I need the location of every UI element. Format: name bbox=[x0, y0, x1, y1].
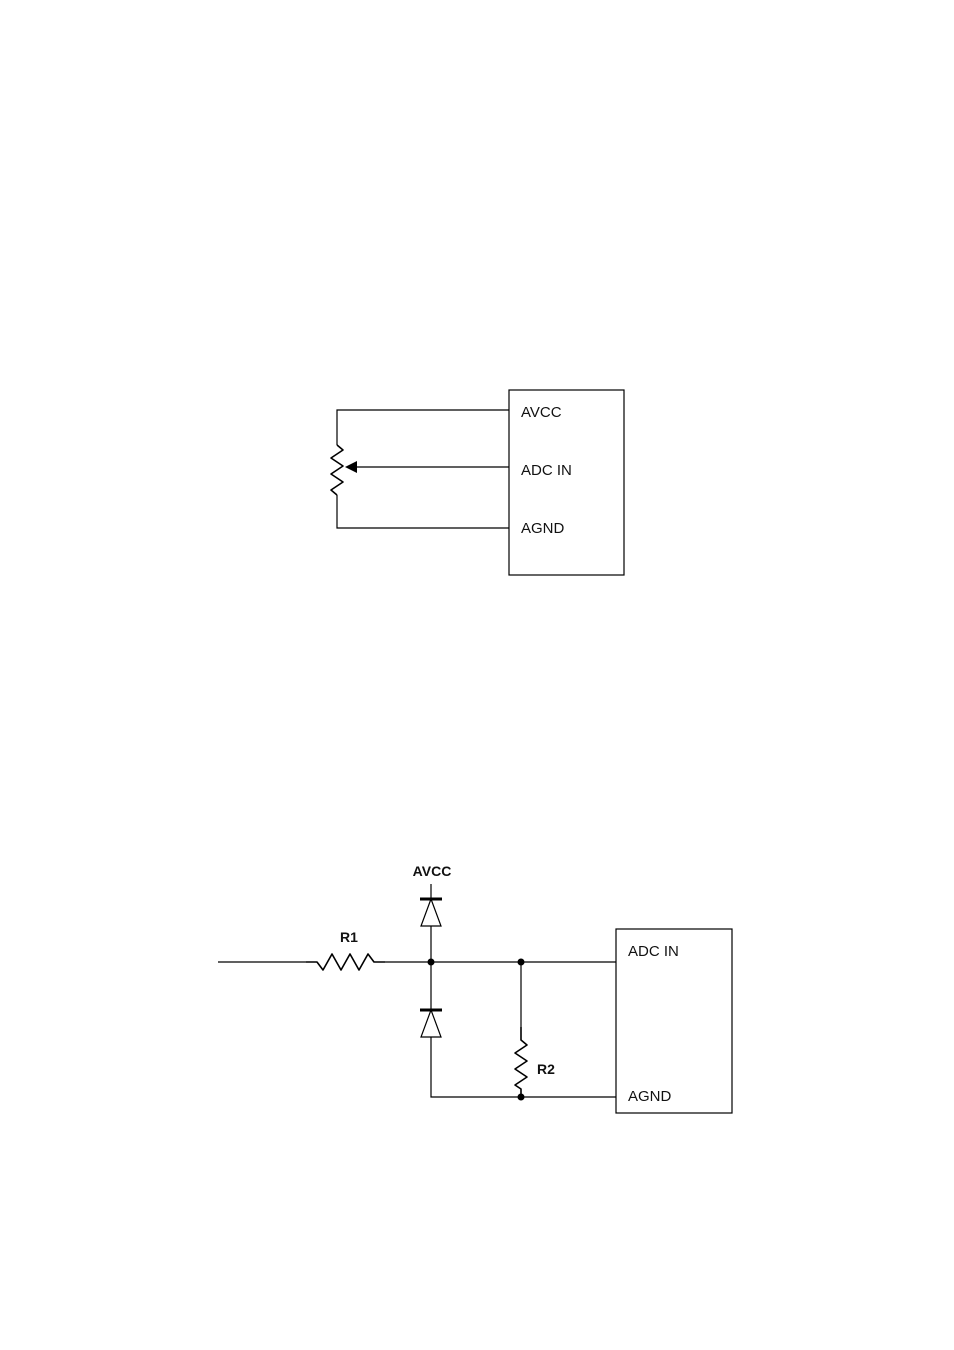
diode-lower-icon bbox=[421, 1010, 441, 1037]
pin-label-adc-in-2: ADC IN bbox=[628, 943, 679, 960]
pin-label-avcc-1: AVCC bbox=[521, 404, 562, 421]
resistor-label-r2: R2 bbox=[537, 1061, 555, 1077]
potentiometer-circuit: AVCC ADC IN AGND bbox=[331, 390, 624, 575]
pin-label-adc-in-1: ADC IN bbox=[521, 462, 572, 479]
junction-dot bbox=[518, 1094, 525, 1101]
junction-dot bbox=[518, 959, 525, 966]
diode-lower-ground-wire bbox=[431, 1037, 521, 1097]
pin-label-agnd-2: AGND bbox=[628, 1088, 672, 1105]
wire-avcc-to-pot bbox=[337, 410, 509, 445]
diode-upper-icon bbox=[421, 899, 441, 926]
junction-dot bbox=[428, 959, 435, 966]
supply-label-avcc: AVCC bbox=[413, 863, 452, 879]
resistor-r2-symbol bbox=[515, 1027, 527, 1097]
wire-pot-to-agnd bbox=[337, 495, 509, 528]
resistor-label-r1: R1 bbox=[340, 929, 358, 945]
potentiometer-symbol bbox=[331, 445, 343, 495]
wiper-arrow-icon bbox=[345, 461, 357, 473]
protection-circuit: ADC IN AGND AVCC R1 R2 bbox=[218, 863, 732, 1113]
resistor-r1-symbol bbox=[306, 954, 385, 970]
pin-label-agnd-1: AGND bbox=[521, 520, 565, 537]
